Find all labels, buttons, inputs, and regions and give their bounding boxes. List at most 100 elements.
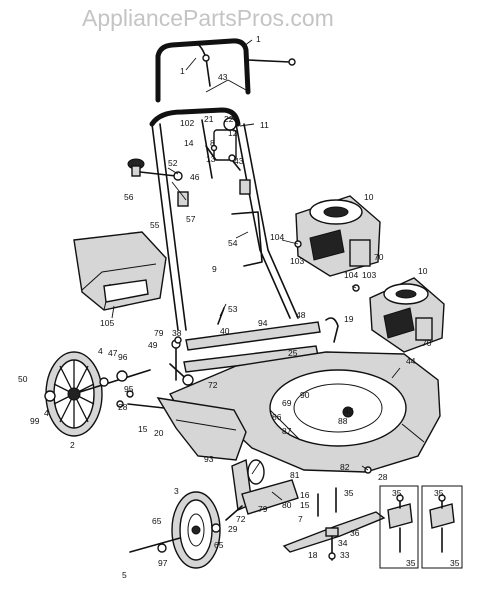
front-wheel-bracket	[225, 458, 299, 521]
callout-labels: 1 1 2 3 4 4 5 7 8 9 10 10 11 12 13 14 15…	[18, 34, 460, 580]
callout-99: 99	[30, 416, 40, 426]
callout-21: 21	[204, 114, 214, 124]
callout-22: 22	[224, 114, 234, 124]
callout-79: 79	[154, 328, 164, 338]
blade-adapter-inset-left	[379, 485, 419, 569]
engine-upper	[295, 195, 381, 277]
callout-45: 45	[344, 406, 354, 416]
mower-deck	[169, 351, 441, 473]
callout-72: 72	[208, 380, 218, 390]
callout-4: 4	[98, 346, 103, 356]
front-wheel	[129, 491, 221, 569]
callout-29: 29	[228, 524, 238, 534]
callout-33: 33	[340, 550, 350, 560]
small-hardware	[116, 54, 372, 474]
leader-lines	[111, 39, 401, 501]
callout-36: 36	[350, 528, 360, 538]
callout-105: 105	[100, 318, 114, 328]
callout-103: 103	[362, 270, 376, 280]
cable-clip	[177, 179, 251, 207]
rear-door	[156, 397, 247, 461]
callout-19: 19	[344, 314, 354, 324]
callout-16: 16	[300, 490, 310, 500]
callout-88: 88	[338, 416, 348, 426]
callout-104: 104	[344, 270, 358, 280]
callout-13: 13	[206, 154, 216, 164]
callout-69: 69	[282, 398, 292, 408]
callout-72: 72	[236, 514, 246, 524]
callout-57: 57	[186, 214, 196, 224]
callout-94: 94	[258, 318, 268, 328]
callout-87: 87	[282, 426, 292, 436]
callout-104: 104	[270, 232, 284, 242]
callout-82: 82	[340, 462, 350, 472]
callout-43: 43	[234, 156, 244, 166]
callout-35: 35	[406, 558, 416, 568]
callout-80: 80	[282, 500, 292, 510]
callout-55: 55	[150, 220, 160, 230]
callout-38: 38	[172, 328, 182, 338]
callout-95: 95	[124, 384, 134, 394]
callout-81: 81	[290, 470, 300, 480]
callout-25: 25	[288, 348, 298, 358]
callout-46: 46	[190, 172, 200, 182]
callout-15: 15	[138, 424, 148, 434]
cutting-blade	[282, 487, 386, 561]
callout-102: 102	[180, 118, 194, 128]
callout-103: 103	[290, 256, 304, 266]
callout-4: 4	[44, 408, 49, 418]
callout-14: 14	[184, 138, 194, 148]
callout-97: 97	[158, 558, 168, 568]
callout-44: 44	[406, 356, 416, 366]
callout-28: 28	[378, 472, 388, 482]
handle-knob	[127, 158, 183, 181]
callout-1: 1	[256, 34, 261, 44]
callout-50: 50	[18, 374, 28, 384]
callout-12: 12	[228, 128, 238, 138]
callout-28: 28	[118, 402, 128, 412]
callout-7: 7	[298, 514, 303, 524]
callout-11: 11	[260, 120, 269, 130]
callout-70: 70	[422, 338, 432, 348]
callout-53: 53	[228, 304, 238, 314]
callout-3: 3	[174, 486, 179, 496]
callout-35: 35	[450, 558, 460, 568]
callout-20: 20	[154, 428, 164, 438]
callout-2: 2	[70, 440, 75, 450]
callout-65: 65	[152, 516, 162, 526]
callout-43: 43	[218, 72, 228, 82]
callout-35: 35	[434, 488, 444, 498]
callout-48: 48	[296, 310, 306, 320]
callout-5: 5	[122, 570, 127, 580]
callout-90: 90	[300, 390, 310, 400]
callout-47: 47	[108, 348, 118, 358]
callout-8: 8	[210, 138, 215, 148]
callout-15: 15	[300, 500, 310, 510]
rear-wheel-left	[44, 351, 151, 437]
callout-1: 1	[180, 66, 185, 76]
control-bracket	[205, 117, 241, 171]
callout-9: 9	[212, 264, 217, 274]
callout-10: 10	[364, 192, 374, 202]
blade-adapter-inset-right	[421, 485, 463, 569]
callout-10: 10	[418, 266, 428, 276]
callout-54: 54	[228, 238, 238, 248]
callout-40: 40	[220, 326, 230, 336]
callout-49: 49	[148, 340, 158, 350]
upper-handle	[155, 38, 296, 103]
callout-70: 70	[374, 252, 384, 262]
watermark-text: AppliancePartsPros.com	[82, 5, 334, 31]
callout-65: 65	[214, 540, 224, 550]
callout-34: 34	[338, 538, 348, 548]
callout-79: 79	[258, 504, 268, 514]
grass-catcher	[73, 231, 167, 311]
handle-wire	[231, 211, 263, 267]
height-adjuster	[169, 321, 321, 386]
callout-86: 86	[272, 412, 282, 422]
callout-56: 56	[124, 192, 134, 202]
callout-35: 35	[344, 488, 354, 498]
callout-96: 96	[118, 352, 128, 362]
callout-52: 52	[168, 158, 178, 168]
